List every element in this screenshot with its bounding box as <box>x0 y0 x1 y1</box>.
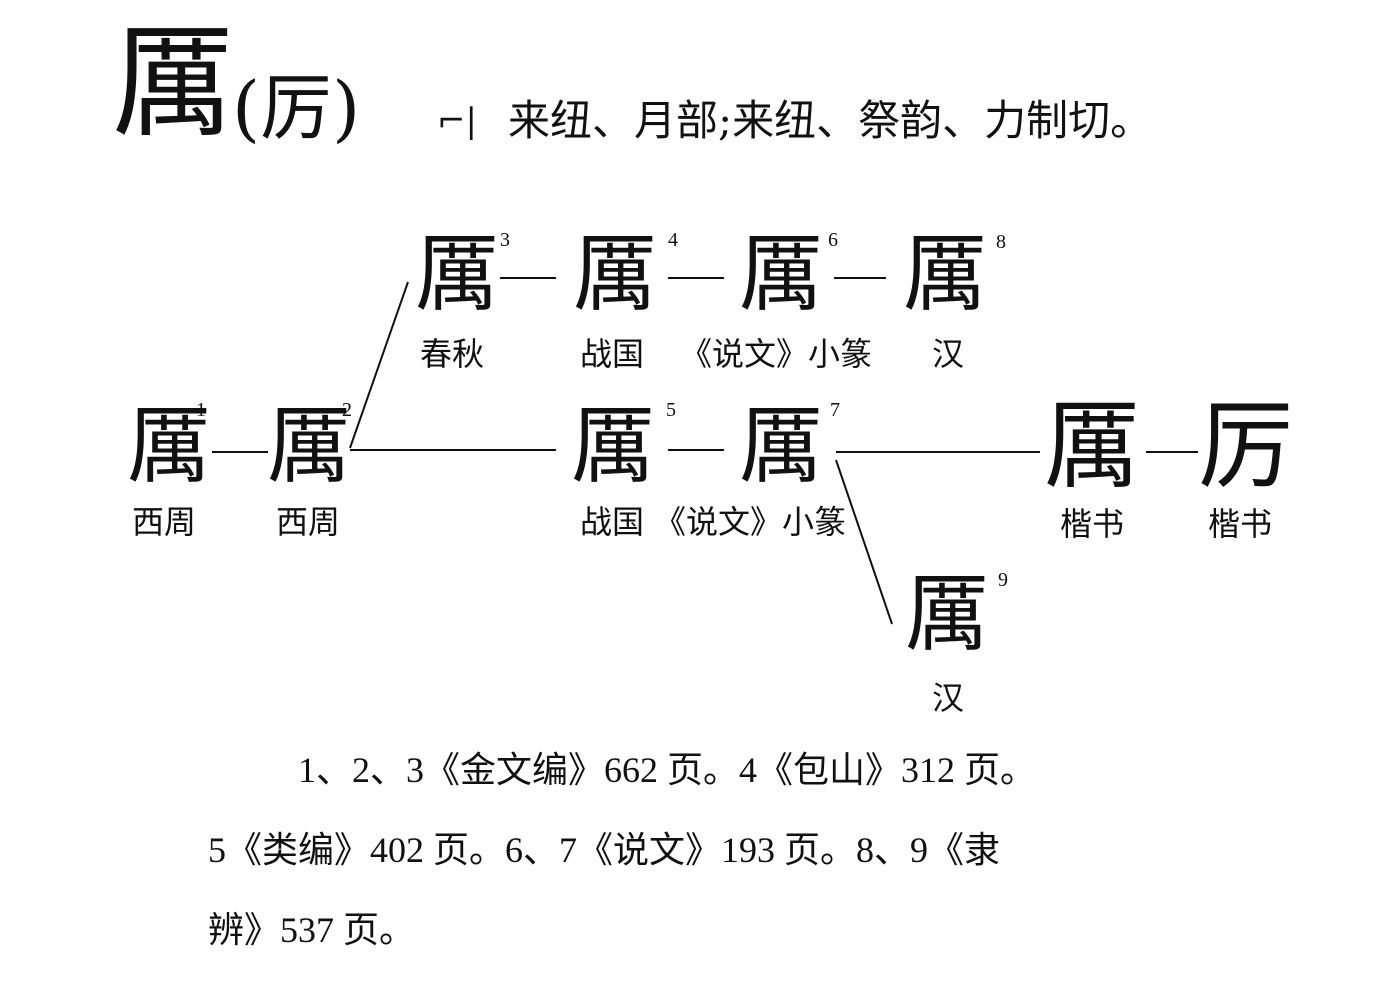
glyph-zhanguo-upper: 厲 <box>572 225 657 323</box>
connector-2-3 <box>349 281 409 449</box>
phonology-text: 来纽、月部;来纽、祭韵、力制切。 <box>508 96 1153 145</box>
glyph-chunqiu: 厲 <box>414 225 499 323</box>
period-label-zhanguo-lower: 战国 <box>579 503 645 541</box>
headword-character: 厲 <box>112 12 234 154</box>
connector-7-9 <box>835 459 893 625</box>
glyph-number-4: 4 <box>668 229 678 251</box>
glyph-number-7: 7 <box>830 399 840 421</box>
glyph-kaishu-traditional: 厲 <box>1044 390 1140 502</box>
period-label-shuowen-upper: 《说文》小篆 <box>679 335 873 373</box>
period-label-xizhou-1: 西周 <box>131 503 197 541</box>
period-label-kaishu-2: 楷书 <box>1207 505 1273 543</box>
glyph-shuowen-upper: 厲 <box>738 225 823 323</box>
glyph-number-5: 5 <box>666 399 676 421</box>
glyph-number-8: 8 <box>996 231 1006 253</box>
glyph-kaishu-simplified: 厉 <box>1198 390 1294 502</box>
glyph-han-upper: 厲 <box>902 225 987 323</box>
section-mark: ⌐| <box>437 101 477 141</box>
period-label-han-upper: 汉 <box>931 335 965 373</box>
glyph-number-1: 1 <box>196 399 206 421</box>
period-label-xizhou-2: 西周 <box>275 503 341 541</box>
period-label-zhanguo-upper: 战国 <box>579 335 645 373</box>
glyph-xizhou-2: 厲 <box>266 397 351 495</box>
reference-line-3: 辨》537 页。 <box>208 910 416 950</box>
glyph-number-9: 9 <box>998 569 1008 591</box>
period-label-shuowen-lower: 《说文》小篆 <box>653 503 847 541</box>
glyph-number-6: 6 <box>828 229 838 251</box>
period-label-han-lower: 汉 <box>931 679 965 717</box>
glyph-zhanguo-lower: 厲 <box>570 397 655 495</box>
simplified-form: (厉) <box>232 66 361 150</box>
period-label-chunqiu: 春秋 <box>419 335 485 373</box>
glyph-shuowen-lower: 厲 <box>738 397 823 495</box>
glyph-xizhou-1: 厲 <box>126 397 211 495</box>
period-label-kaishu-1: 楷书 <box>1059 505 1125 543</box>
glyph-number-2: 2 <box>342 399 352 421</box>
glyph-number-3: 3 <box>500 229 510 251</box>
reference-line-1: 1、2、3《金文编》662 页。4《包山》312 页。 <box>298 750 1037 790</box>
reference-line-2: 5《类编》402 页。6、7《说文》193 页。8、9《隶 <box>208 830 1001 870</box>
glyph-han-lower: 厲 <box>904 565 989 663</box>
